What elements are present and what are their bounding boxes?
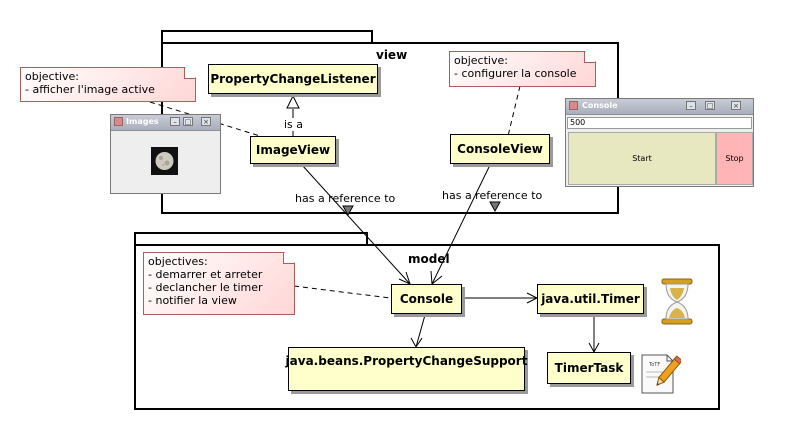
realization-arrowhead bbox=[286, 94, 300, 109]
console-window: Console – □ × 500 Start Stop bbox=[565, 98, 754, 187]
app-icon bbox=[114, 117, 123, 126]
console-ref-direction bbox=[489, 201, 501, 213]
console-window-titlebar[interactable]: Console – □ × bbox=[566, 99, 753, 115]
edge-image-ref bbox=[301, 164, 411, 285]
start-button[interactable]: Start bbox=[568, 132, 716, 185]
class-java-util-timer: java.util.Timer bbox=[537, 284, 644, 314]
note-link-console bbox=[507, 85, 521, 137]
package-model-title: model bbox=[408, 252, 450, 266]
console-window-title: Console bbox=[582, 101, 618, 110]
stop-button[interactable]: Stop bbox=[716, 132, 753, 185]
label-image-ref: has a reference to bbox=[295, 192, 396, 205]
minimize-icon[interactable]: – bbox=[686, 101, 696, 110]
images-window: Images – □ × bbox=[110, 114, 221, 194]
moon-icon bbox=[155, 152, 174, 170]
note-link-model bbox=[293, 285, 391, 299]
image-display bbox=[151, 147, 178, 175]
label-is-a: is a bbox=[284, 118, 304, 131]
class-console-view: ConsoleView bbox=[450, 134, 550, 164]
class-timer-task: TimerTask bbox=[547, 352, 631, 384]
app-icon bbox=[569, 101, 578, 110]
images-window-titlebar[interactable]: Images – □ × bbox=[111, 115, 220, 131]
images-window-title: Images bbox=[126, 117, 159, 126]
console-value-field[interactable]: 500 bbox=[567, 117, 752, 129]
package-model-tab bbox=[134, 232, 368, 246]
close-icon[interactable]: × bbox=[731, 101, 741, 110]
edge-console-support-head bbox=[410, 337, 423, 348]
package-view-title: view bbox=[376, 48, 408, 62]
class-console: Console bbox=[391, 284, 462, 314]
note-model-objectives: objectives: - demarrer et arreter - decl… bbox=[143, 252, 295, 315]
hourglass-icon bbox=[661, 278, 693, 325]
note-console-objective: objective: - configurer la console bbox=[449, 51, 596, 87]
label-console-ref: has a reference to bbox=[442, 189, 543, 202]
class-image-view: ImageView bbox=[250, 136, 336, 164]
edge-console-ref bbox=[431, 164, 491, 285]
document-pencil-icon: ToTF bbox=[641, 354, 681, 394]
image-ref-direction bbox=[342, 205, 354, 217]
minimize-icon[interactable]: – bbox=[170, 117, 180, 126]
package-view-tab bbox=[161, 30, 373, 44]
maximize-icon[interactable]: □ bbox=[705, 101, 715, 110]
edge-console-support bbox=[415, 314, 426, 348]
class-property-change-support: java.beans.PropertyChangeSupport bbox=[286, 347, 527, 391]
svg-text:ToTF: ToTF bbox=[648, 362, 660, 368]
note-image-objective: objective: - afficher l'image active bbox=[20, 67, 196, 102]
close-icon[interactable]: × bbox=[201, 117, 211, 126]
class-property-change-listener: PropertyChangeListener bbox=[208, 64, 378, 94]
maximize-icon[interactable]: □ bbox=[183, 117, 193, 126]
